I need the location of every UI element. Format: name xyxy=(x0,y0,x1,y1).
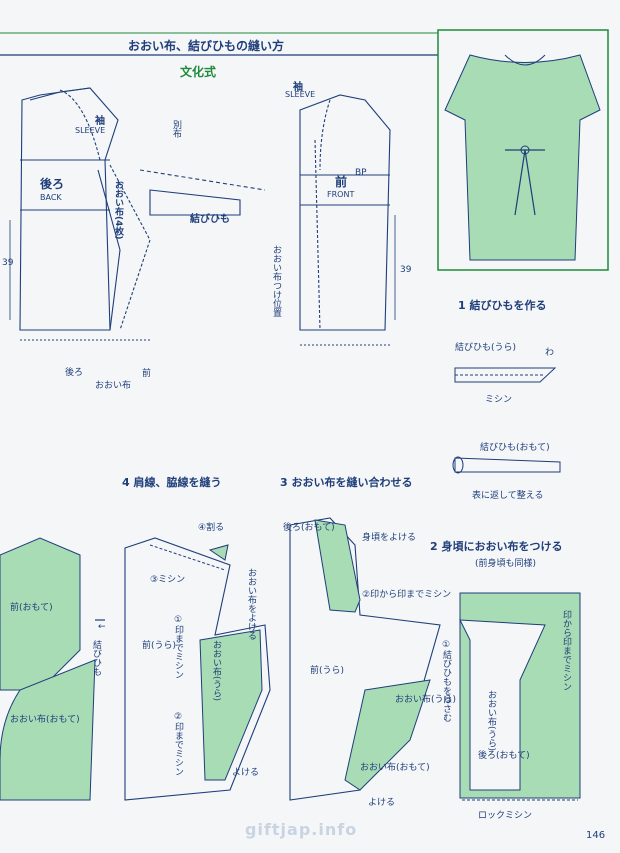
front-body-label: 前 xyxy=(335,175,348,189)
step2-mark-label: 印から印までミシン xyxy=(561,610,571,691)
step3-title: 3 おおい布を縫い合わせる xyxy=(280,476,413,489)
step3-cover-back-label: おおい布(うら) xyxy=(395,695,457,705)
step4-mark1-label: ①印までミシン xyxy=(173,615,183,679)
front-body-en: FRONT xyxy=(327,190,355,199)
step3-cover-front-label: おおい布(おもて) xyxy=(360,763,430,773)
step3-back-front-label: 後ろ(おもて) xyxy=(283,523,335,533)
step4-mark2-label: ②印までミシン xyxy=(173,712,183,776)
step3-avoid-label: よける xyxy=(368,798,396,808)
cover-cloth-label: おおい布(4枚) xyxy=(113,180,123,240)
front-sleeve-en: SLEEVE xyxy=(285,90,316,99)
step2-title: 2 身頃におおい布をつける xyxy=(430,540,563,553)
step4-split-label: ④割る xyxy=(198,523,225,533)
page-title: おおい布、結びひもの縫い方 xyxy=(128,39,285,53)
step2-back-front-label: 後ろ(おもて) xyxy=(478,751,530,761)
bottom-label-cover: おおい布 xyxy=(95,381,132,391)
step4-title: 4 肩線、脇線を縫う xyxy=(122,476,222,489)
separate-cloth-label: 別布 xyxy=(171,120,181,138)
front-sleeve-label: 袖 xyxy=(293,82,303,93)
step3-avoid-body-label: 身頃をよける xyxy=(362,533,417,543)
front-length-39: 39 xyxy=(400,265,412,275)
step4-avoid-label: よける xyxy=(232,768,260,778)
back-sleeve-label: 袖 xyxy=(95,116,105,127)
step1-title: 1 結びひもを作る xyxy=(458,299,547,312)
page-number: 146 xyxy=(586,830,606,841)
machine-stitch-label: ミシン xyxy=(485,395,513,405)
left-front-label: 前(おもて) xyxy=(10,603,53,613)
cover-position-label: おおい布つけ位置 xyxy=(271,245,281,317)
back-length-39: 39 xyxy=(2,258,14,268)
step4-machine3-label: ③ミシン xyxy=(150,575,186,585)
left-cover-label: おおい布(おもて) xyxy=(10,715,80,725)
step4-front-back-label: 前(うら) xyxy=(142,641,177,651)
left-arrow-icon: ← xyxy=(98,622,106,632)
step3-from-mark-label: ②印から印までミシン xyxy=(362,590,452,600)
turn-out-label: 表に返して整える xyxy=(472,491,544,501)
tie-label: 結びひも xyxy=(190,214,230,225)
step4-tie-label: 結びひも xyxy=(91,640,101,676)
pattern-system-label: 文化式 xyxy=(180,65,217,79)
step2-cover-back-label: おおい布(うら) xyxy=(486,690,496,752)
bust-point-label: BP xyxy=(355,168,367,178)
back-body-en: BACK xyxy=(40,193,62,202)
step2-note: (前身頃も同様) xyxy=(475,559,537,569)
step4-cover-back-label: おおい布(うら) xyxy=(211,640,221,702)
tie-front-label: 結びひも(おもて) xyxy=(480,443,550,453)
step2-lock-label: ロックミシン xyxy=(478,811,533,821)
back-sleeve-en: SLEEVE xyxy=(75,126,106,135)
watermark: giftjap.info xyxy=(245,820,358,839)
step3-tie-sandwich-label: ①結びひもをはさむ xyxy=(441,640,451,722)
bottom-label-front: 前 xyxy=(142,369,152,379)
tie-back-label: 結びひも(うら) xyxy=(455,343,517,353)
fold-label: わ xyxy=(545,348,555,358)
back-body-label: 後ろ xyxy=(40,177,65,191)
step4-avoid-cover-label: おおい布をよける xyxy=(246,568,256,640)
step3-front-back-label: 前(うら) xyxy=(310,666,345,676)
bottom-label-back: 後ろ xyxy=(65,368,84,378)
